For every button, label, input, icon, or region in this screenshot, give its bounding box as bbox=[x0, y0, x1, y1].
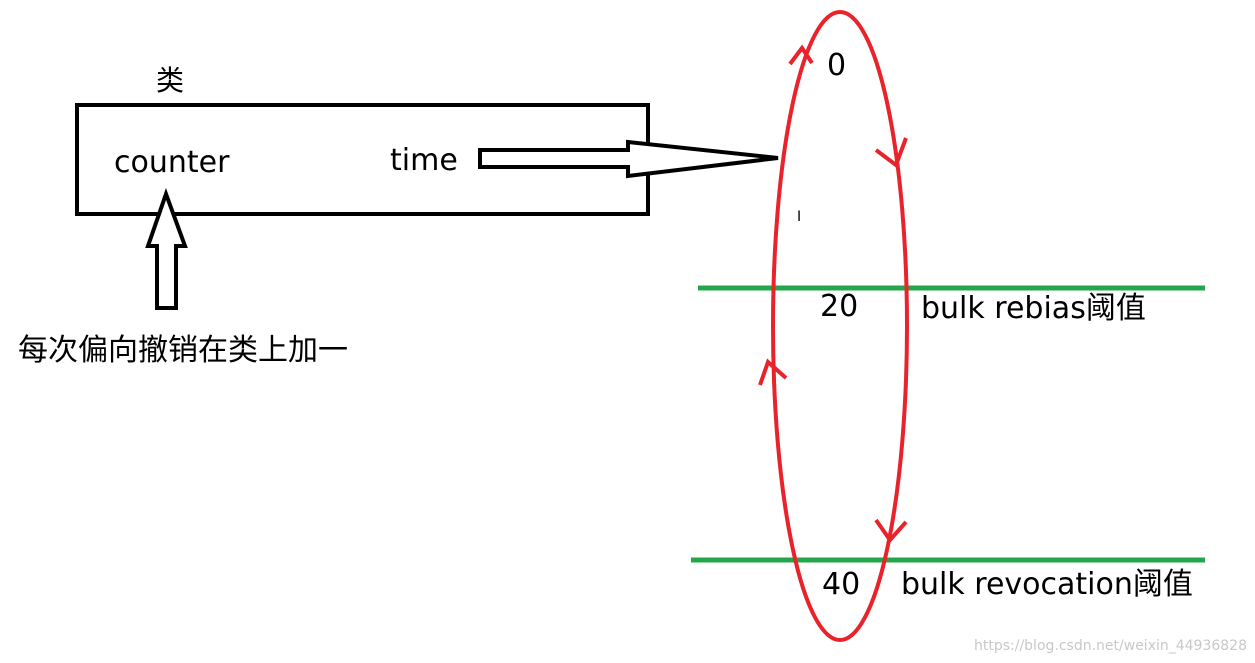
field-time: time bbox=[390, 143, 458, 178]
rebias-label: bulk rebias阈值 bbox=[921, 291, 1146, 326]
counter-note: 每次偏向撤销在类上加一 bbox=[18, 333, 348, 368]
cycle-arrowhead-top-left bbox=[788, 44, 814, 66]
revoke-label: bulk revocation阈值 bbox=[901, 567, 1193, 602]
cycle-arrowhead-lower-right bbox=[874, 518, 908, 544]
cycle-start-value: 0 bbox=[827, 48, 846, 83]
cycle-arrowhead-upper-right bbox=[874, 137, 908, 169]
counter-increment-arrow bbox=[145, 188, 188, 310]
watermark: https://blog.csdn.net/weixin_44936828 bbox=[974, 638, 1247, 654]
class-title: 类 bbox=[156, 64, 184, 97]
revoke-value: 40 bbox=[822, 567, 860, 602]
rebias-value: 20 bbox=[820, 289, 858, 324]
epoch-cycle bbox=[771, 10, 909, 642]
text-cursor-icon: I bbox=[797, 209, 801, 225]
cycle-arrowhead-mid-left bbox=[758, 358, 788, 386]
field-counter: counter bbox=[114, 145, 230, 180]
time-to-cycle-arrow bbox=[478, 139, 779, 179]
